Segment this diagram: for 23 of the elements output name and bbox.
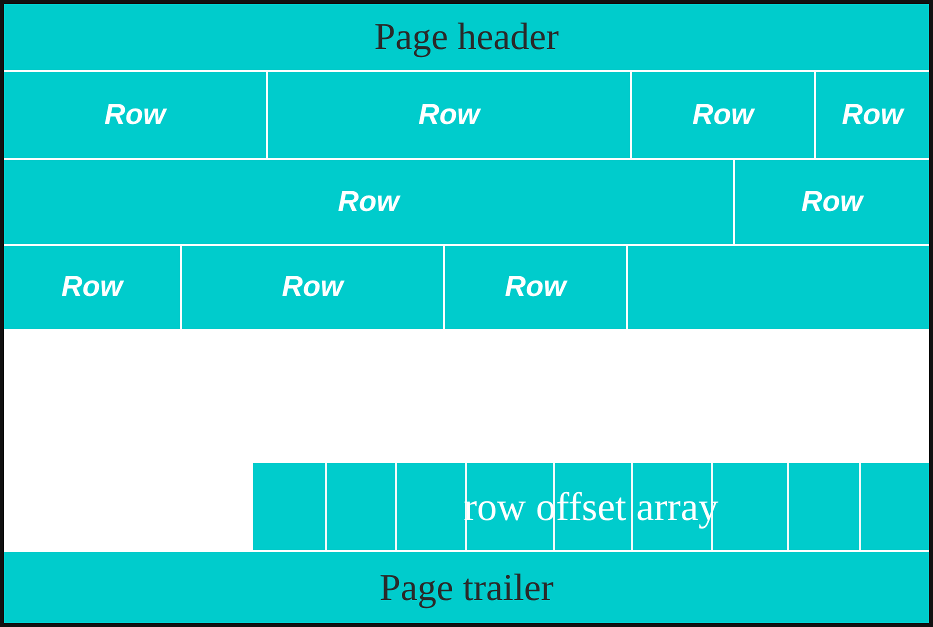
row-label: Row (104, 98, 166, 132)
row-block (4, 72, 266, 158)
row-label: Row (418, 98, 480, 132)
row-label: Row (801, 186, 863, 218)
row-label: Row (692, 98, 754, 132)
row-block (182, 246, 443, 329)
row-block (816, 72, 929, 158)
row-block (268, 72, 630, 158)
section-title: Page header (374, 15, 559, 59)
row-label: Row (61, 271, 123, 304)
section-title: Page trailer (379, 566, 554, 610)
row-label: Row (338, 186, 400, 218)
page-section-band (4, 552, 929, 623)
row-block (735, 160, 929, 244)
row-block (4, 160, 733, 244)
row-label: Row (504, 271, 566, 304)
row-label: Row (282, 271, 344, 304)
page-section-band (4, 4, 929, 70)
row-block (632, 72, 814, 158)
empty-row-block (628, 246, 929, 329)
row-block (4, 246, 180, 329)
row-block (445, 246, 626, 329)
row-label: Row (842, 98, 904, 132)
